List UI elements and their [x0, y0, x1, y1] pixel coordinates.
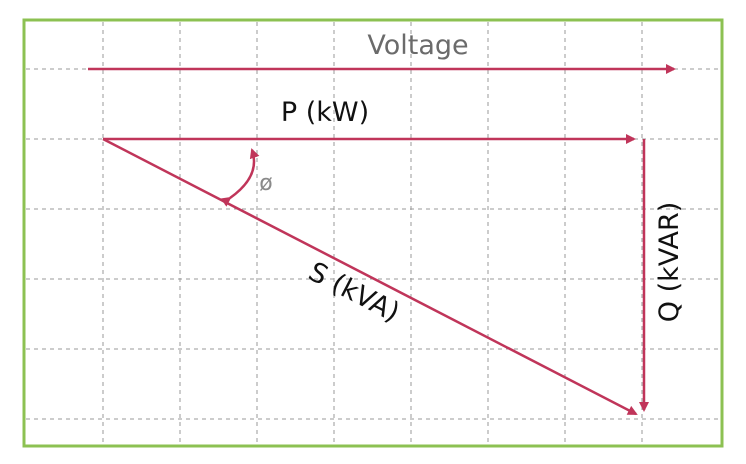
s-vector: [102, 137, 638, 416]
q-label: Q (kVAR): [654, 202, 685, 323]
phi-angle-arc: [220, 148, 260, 207]
phi-label: ø: [259, 171, 272, 196]
p-label: P (kW): [281, 97, 369, 128]
voltage-label: Voltage: [367, 30, 468, 61]
diagram-frame: [22, 18, 724, 448]
